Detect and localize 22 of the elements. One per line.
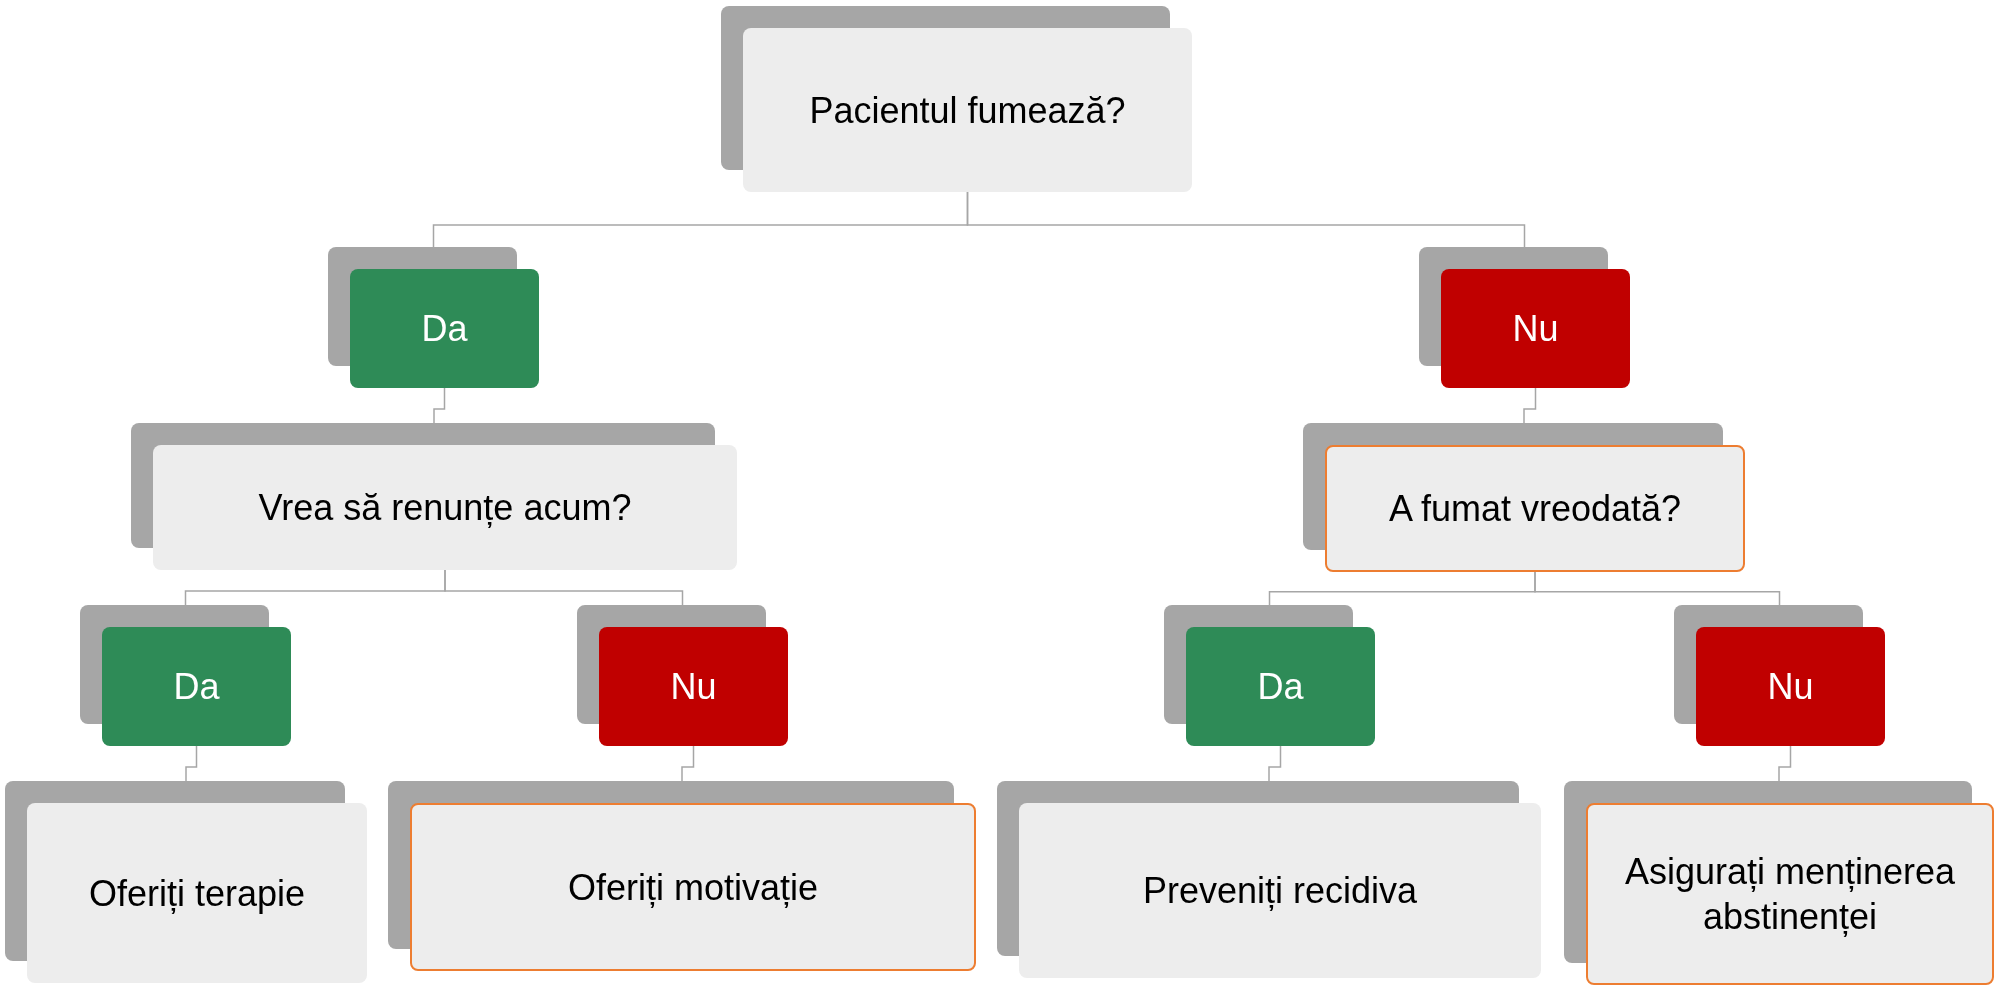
box-label: Asigurați menținerea abstinenței: [1623, 850, 1957, 939]
connector-line: [1534, 571, 1781, 606]
box-label: Oferiți motivație: [567, 865, 819, 910]
connector-line: [1778, 745, 1792, 782]
box-label: Nu: [1512, 307, 1559, 351]
connector-line: [444, 569, 684, 606]
box-label: Preveniți recidiva: [1142, 869, 1418, 913]
connector-line: [185, 745, 198, 782]
connector-line: [1523, 387, 1537, 424]
connector-line: [681, 745, 695, 782]
connector-line: [433, 387, 446, 424]
connector-line: [1268, 745, 1282, 782]
box-label: Oferiți terapie: [88, 871, 306, 916]
box-label: Da: [173, 665, 220, 709]
connector-line: [966, 191, 1526, 248]
box-label: Da: [1257, 665, 1304, 709]
box-label: Da: [421, 307, 468, 351]
box-label: A fumat vreodată?: [1388, 487, 1682, 531]
box-label: Vrea să renunțe acum?: [258, 486, 632, 530]
box-label: Nu: [1767, 665, 1814, 709]
box-label: Nu: [670, 665, 717, 709]
box-label: Pacientul fumează?: [809, 88, 1126, 133]
